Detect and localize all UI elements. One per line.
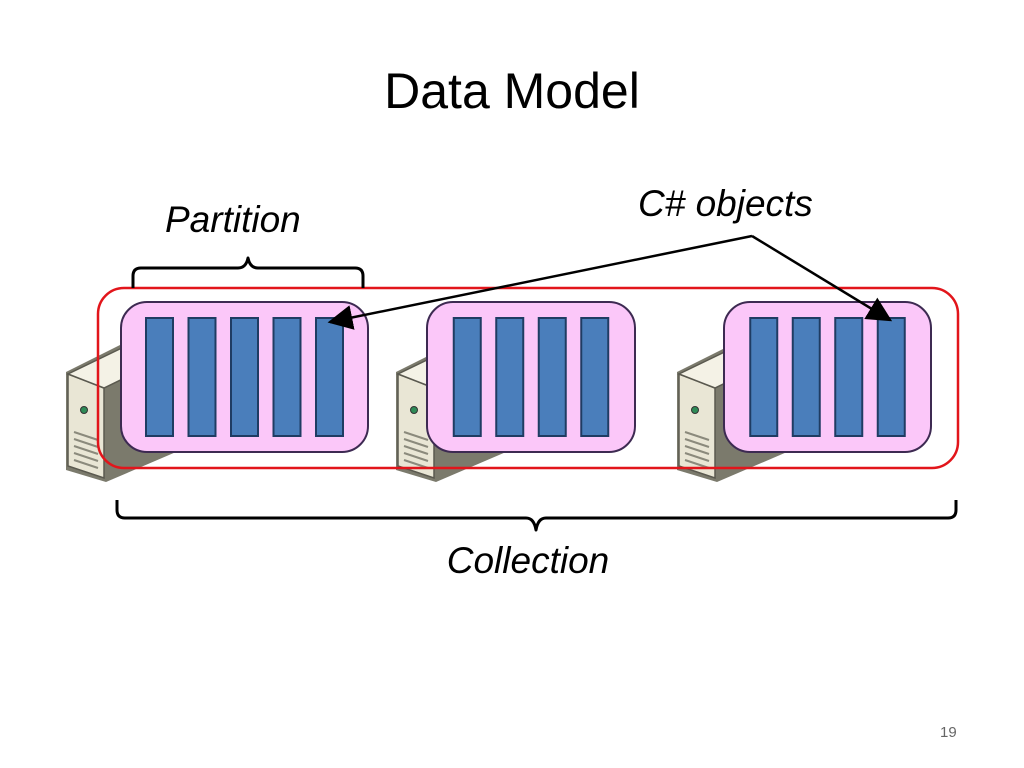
partition-box bbox=[723, 301, 932, 453]
object-bar bbox=[495, 317, 525, 437]
objects-arrow-right bbox=[751, 234, 893, 322]
object-bar bbox=[834, 317, 864, 437]
object-bar bbox=[272, 317, 302, 437]
collection-label: Collection bbox=[446, 540, 610, 581]
object-bar bbox=[452, 317, 482, 437]
object-bar bbox=[537, 317, 567, 437]
object-bar bbox=[145, 317, 174, 437]
object-bar bbox=[187, 317, 217, 437]
page-number: 19 bbox=[940, 724, 957, 741]
objects-arrow-left bbox=[327, 234, 753, 330]
collection-outline bbox=[96, 286, 960, 470]
partition-box bbox=[426, 301, 636, 453]
object-bar bbox=[230, 317, 259, 437]
object-bar bbox=[580, 317, 610, 437]
partition-brace bbox=[131, 256, 365, 288]
object-bar bbox=[876, 317, 906, 437]
object-bar bbox=[791, 317, 821, 437]
partition-box bbox=[120, 301, 369, 453]
collection-brace bbox=[115, 500, 958, 532]
objects-label: C# objects bbox=[638, 183, 813, 224]
slide-title: Data Model bbox=[384, 63, 640, 119]
partition-label: Partition bbox=[165, 199, 301, 240]
object-bar bbox=[315, 317, 344, 437]
object-bar bbox=[749, 317, 779, 437]
